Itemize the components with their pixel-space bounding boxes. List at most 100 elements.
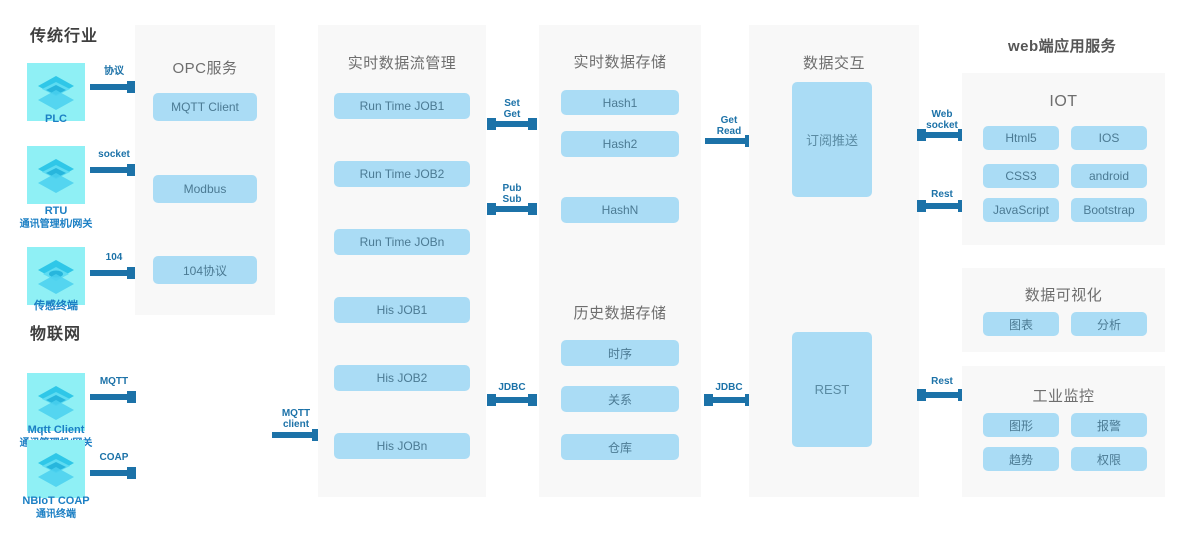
connector-mqtt-client-link	[272, 429, 321, 441]
chip-isometric-icon	[38, 159, 74, 193]
device-icon-nbiot-coap	[27, 440, 85, 498]
panel-realtime-stream: 实时数据流管理 Run Time JOB1 Run Time JOB2 Run …	[318, 25, 486, 497]
panel-title-visualization: 数据可视化	[1024, 287, 1103, 304]
node-html5[interactable]: Html5	[983, 126, 1059, 150]
connector-label-rest-top: Rest	[931, 189, 953, 200]
section-heading-traditional-industry: 传统行业	[30, 28, 99, 45]
node-warehouse[interactable]: 仓库	[561, 434, 679, 460]
connector-rtu-protocol	[90, 164, 136, 176]
node-alarm[interactable]: 报警	[1071, 413, 1147, 437]
connector-label-mqtt-client-line1: MQTT client	[281, 408, 311, 430]
connector-sensor-protocol	[90, 267, 136, 279]
node-timeseries[interactable]: 时序	[561, 340, 679, 366]
connector-label-get: Get	[503, 109, 521, 120]
panel-history-storage: 历史数据存储 时序 关系 仓库	[539, 268, 701, 497]
panel-title-data-exchange: 数据交互	[802, 55, 865, 72]
connector-websocket	[917, 129, 967, 141]
connector-label-rest-bottom: Rest	[931, 376, 953, 387]
node-permission[interactable]: 权限	[1071, 447, 1147, 471]
node-graphics[interactable]: 图形	[983, 413, 1059, 437]
connector-label-jdbc-stream-history: JDBC	[498, 382, 526, 393]
node-hashn[interactable]: HashN	[561, 197, 679, 223]
device-label-rtu: RTU 通讯管理机/网关	[0, 205, 116, 231]
node-ios[interactable]: IOS	[1071, 126, 1147, 150]
node-run-time-job2[interactable]: Run Time JOB2	[334, 161, 470, 187]
chip-isometric-icon	[38, 260, 74, 294]
node-android[interactable]: android	[1071, 164, 1147, 188]
chip-isometric-icon	[38, 453, 74, 487]
panel-title-iot: IOT	[1049, 93, 1078, 110]
node-javascript[interactable]: JavaScript	[983, 198, 1059, 222]
connector-get-read	[705, 135, 754, 147]
connector-coap-protocol	[90, 467, 136, 479]
connector-label-mqtt-protocol: MQTT	[99, 376, 129, 387]
device-sub-rtu: 通讯管理机/网关	[19, 219, 93, 230]
connector-label-web: Web	[931, 109, 953, 120]
chip-isometric-icon	[38, 76, 74, 110]
panel-visualization: 数据可视化 图表 分析	[962, 268, 1165, 352]
node-hash2[interactable]: Hash2	[561, 131, 679, 157]
connector-label-sub: Sub	[502, 194, 522, 205]
connector-label-set-get: Set Get	[488, 98, 536, 120]
node-opc-modbus[interactable]: Modbus	[153, 175, 257, 203]
device-label-nbiot-coap: NBIoT COAP 通讯终端	[0, 495, 116, 521]
node-hash1[interactable]: Hash1	[561, 90, 679, 115]
panel-monitoring: 工业监控 图形 报警 趋势 权限	[962, 366, 1165, 497]
device-name-mqtt-client: Mqtt Client	[27, 424, 85, 436]
panel-title-realtime-stream: 实时数据流管理	[347, 55, 457, 72]
node-chart[interactable]: 图表	[983, 312, 1059, 336]
connector-label-get-read: Get Read	[705, 115, 753, 137]
node-relational[interactable]: 关系	[561, 386, 679, 412]
panel-title-history-storage: 历史数据存储	[573, 305, 667, 322]
node-bootstrap[interactable]: Bootstrap	[1071, 198, 1147, 222]
connector-label-jdbc-history-exchange: JDBC	[715, 382, 743, 393]
connector-label-rtu-protocol: socket	[98, 149, 130, 160]
connector-set-get	[487, 118, 537, 130]
node-his-job1[interactable]: His JOB1	[334, 297, 470, 323]
connector-label-read: Read	[716, 126, 742, 137]
panel-title-opc-service: OPC服务	[172, 60, 238, 77]
node-trend[interactable]: 趋势	[983, 447, 1059, 471]
connector-label-sensor-protocol: 104	[105, 252, 123, 263]
connector-label-socket: socket	[926, 120, 958, 131]
section-heading-iot: 物联网	[30, 326, 82, 343]
connector-mqtt-protocol	[90, 391, 136, 403]
connector-rest-bottom	[917, 389, 967, 401]
connector-label-get: Get	[720, 115, 738, 126]
device-icon-rtu	[27, 146, 85, 204]
node-his-job2[interactable]: His JOB2	[334, 365, 470, 391]
panel-realtime-storage: 实时数据存储 Hash1 Hash2 HashN	[539, 25, 701, 275]
node-run-time-job1[interactable]: Run Time JOB1	[334, 93, 470, 119]
connector-label-coap-protocol: COAP	[99, 452, 129, 463]
panel-data-exchange: 数据交互 订阅推送 REST	[749, 25, 919, 497]
device-icon-plc	[27, 63, 85, 121]
node-subscribe-push[interactable]: 订阅推送	[792, 82, 872, 197]
connector-rest-top	[917, 200, 967, 212]
device-name-sensor-terminal: 传感终端	[34, 300, 78, 312]
node-run-time-jobn[interactable]: Run Time JOBn	[334, 229, 470, 255]
device-sub-nbiot-coap: 通讯终端	[36, 509, 76, 520]
node-his-jobn[interactable]: His JOBn	[334, 433, 470, 459]
connector-label-mqtt-client-link: MQTT client	[272, 408, 320, 430]
connector-jdbc-history-exchange	[704, 394, 754, 406]
device-icon-mqtt-client	[27, 373, 85, 431]
device-name-plc: PLC	[45, 113, 67, 125]
connector-label-pub: Pub	[502, 183, 522, 194]
panel-opc-service: OPC服务 MQTT Client Modbus 104协议	[135, 25, 275, 315]
node-opc-104[interactable]: 104协议	[153, 256, 257, 284]
panel-iot: IOT Html5 IOS CSS3 android JavaScript Bo…	[962, 73, 1165, 245]
connector-label-websocket: Web socket	[918, 109, 966, 131]
node-rest[interactable]: REST	[792, 332, 872, 447]
panel-title-monitoring: 工业监控	[1032, 388, 1095, 405]
connector-plc-protocol	[90, 81, 136, 93]
connector-label-pub-sub: Pub Sub	[488, 183, 536, 205]
device-label-sensor-terminal: 传感终端	[0, 300, 116, 313]
node-analysis[interactable]: 分析	[1071, 312, 1147, 336]
connector-label-plc-protocol: 协议	[104, 66, 124, 77]
device-icon-sensor-terminal	[27, 247, 85, 305]
node-css3[interactable]: CSS3	[983, 164, 1059, 188]
connector-pub-sub	[487, 203, 537, 215]
connector-jdbc-stream-history	[487, 394, 537, 406]
node-opc-mqtt-client[interactable]: MQTT Client	[153, 93, 257, 121]
panel-title-realtime-storage: 实时数据存储	[573, 54, 667, 71]
